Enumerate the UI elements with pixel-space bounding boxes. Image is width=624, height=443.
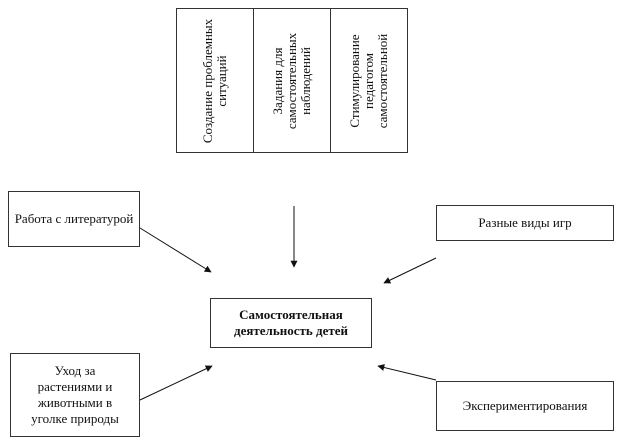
arrow-games [383,257,437,284]
arrow-care [139,365,213,401]
arrow-experiments [377,364,437,381]
methods-table: Создание проблемных ситуаций Задания для… [176,8,408,153]
care-box: Уход за растениями и животными в уголке … [10,353,140,437]
table-column: Стимулирование педагогом самостоятельной [330,9,407,152]
center-box: Самостоятельная деятельность детей [210,298,372,348]
table-column: Задания для самостоятельных наблюдений [253,9,330,152]
games-label: Разные виды игр [478,215,572,230]
experiments-box: Экспериментирования [436,381,614,431]
experiments-label: Экспериментирования [462,398,588,413]
games-box: Разные виды игр [436,205,614,241]
literature-label: Работа с литературой [14,211,134,226]
literature-box: Работа с литературой [8,191,140,247]
arrow-literature [139,227,212,273]
care-label: Уход за растениями и животными в уголке … [31,363,119,426]
center-label: Самостоятельная деятельность детей [234,307,348,338]
